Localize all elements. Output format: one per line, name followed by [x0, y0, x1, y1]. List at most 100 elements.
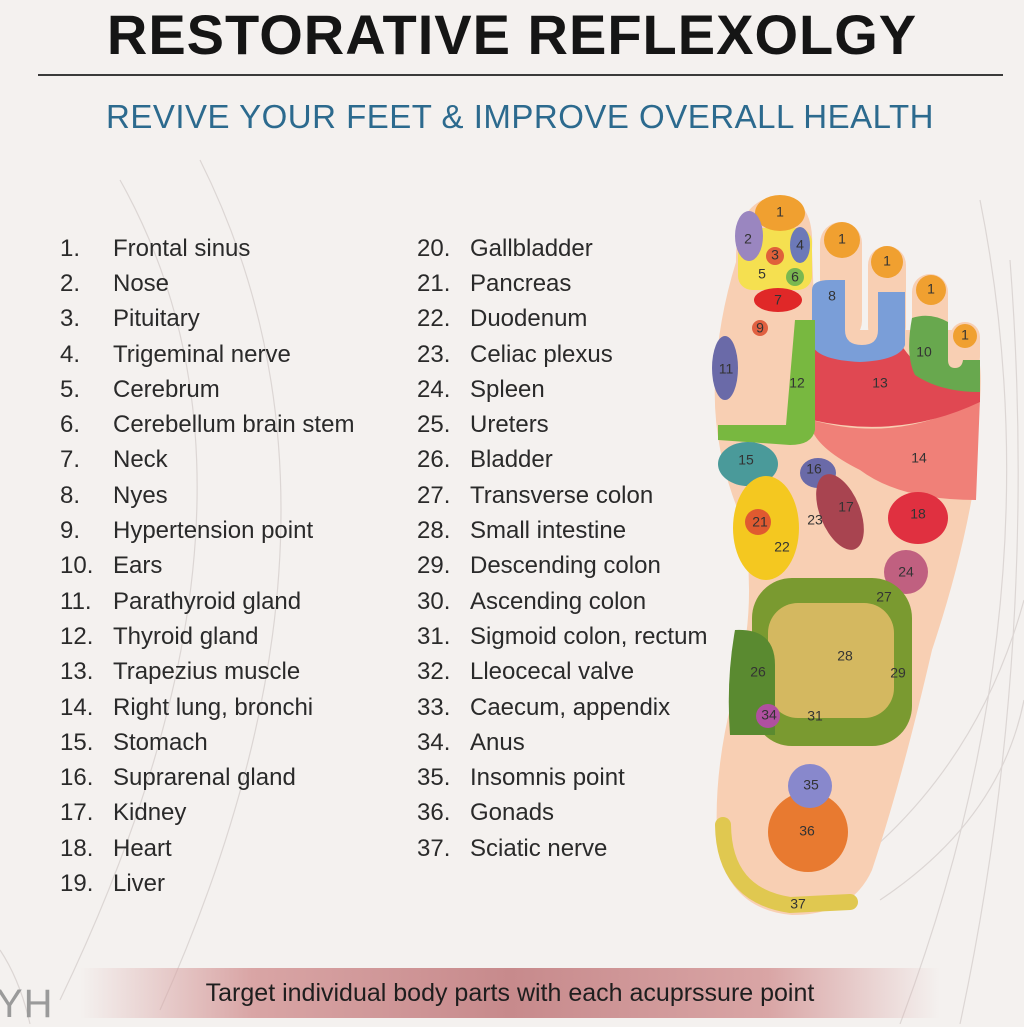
- zone-label: 28: [837, 648, 853, 664]
- item-number: 9.: [60, 517, 81, 545]
- zone-label: 23: [807, 512, 823, 528]
- item-label: Stomach: [113, 728, 208, 756]
- zone-label: 13: [872, 375, 888, 391]
- zone-label: 17: [838, 499, 854, 515]
- zone-label: 24: [898, 564, 914, 580]
- list-item: 2.Nose: [60, 266, 354, 301]
- list-item: 31. Sigmoid colon, rectum: [417, 619, 707, 654]
- title-divider: [38, 74, 1003, 76]
- list-item: 23.Celiac plexus: [417, 337, 707, 372]
- item-number: 6.: [60, 411, 81, 439]
- list-item: 32.Lleocecal valve: [417, 655, 707, 690]
- list-item: 21.Pancreas: [417, 266, 707, 301]
- item-label: Suprarenal gland: [113, 764, 296, 792]
- zone-label: 7: [774, 292, 782, 308]
- list-item: 12.Thyroid gland: [60, 619, 354, 654]
- item-label: Anus: [470, 728, 525, 756]
- list-item: 9.Hypertension point: [60, 513, 354, 548]
- item-number: 24.: [417, 375, 451, 403]
- list-item: 26.Bladder: [417, 443, 707, 478]
- item-number: 3.: [60, 305, 81, 333]
- item-label: Cerebellum brain stem: [113, 411, 355, 439]
- zone-label: 21: [752, 514, 768, 530]
- item-label: Cerebrum: [113, 375, 220, 403]
- zone-label: 2: [744, 231, 752, 247]
- item-label: Right lung, bronchi: [113, 693, 314, 721]
- item-label: Ascending colon: [470, 587, 647, 615]
- item-label: Sigmoid colon, rectum: [470, 622, 708, 650]
- zone-label: 5: [758, 266, 766, 282]
- item-label: Spleen: [470, 375, 545, 403]
- zone-label: 1: [927, 281, 935, 297]
- list-item: 1.Frontal sinus: [60, 231, 354, 266]
- zone-label: 27: [876, 589, 892, 605]
- item-label: Gallbladder: [470, 234, 593, 262]
- zone-label: 1: [883, 253, 891, 269]
- item-label: Descending colon: [470, 552, 661, 580]
- item-label: Parathyroid gland: [113, 587, 302, 615]
- zone-label: 26: [750, 664, 766, 680]
- item-number: 13.: [60, 658, 94, 686]
- page-title: RESTORATIVE REFLEXOLGY: [106, 3, 918, 66]
- list-item: 20.Gallbladder: [417, 231, 707, 266]
- item-number: 5.: [60, 375, 81, 403]
- list-item: 34.Anus: [417, 725, 707, 760]
- item-number: 37.: [417, 834, 451, 862]
- item-number: 21.: [417, 269, 451, 297]
- item-number: 14.: [60, 693, 94, 721]
- item-number: 15.: [60, 728, 94, 756]
- item-number: 28.: [417, 517, 451, 545]
- list-item: 3. Pituitary: [60, 302, 354, 337]
- watermark: YH: [0, 982, 54, 1026]
- item-label: Duodenum: [470, 305, 588, 333]
- item-number: 7.: [60, 446, 81, 474]
- item-number: 12.: [60, 622, 94, 650]
- item-label: Trigeminal nerve: [113, 340, 291, 368]
- item-label: Insomnis point: [470, 764, 625, 792]
- item-number: 16.: [60, 764, 94, 792]
- item-number: 36.: [417, 799, 451, 827]
- item-number: 11.: [60, 587, 92, 615]
- zone-label: 4: [796, 237, 804, 253]
- zone-label: 6: [791, 269, 799, 285]
- item-label: Pituitary: [113, 305, 200, 333]
- item-number: 17.: [60, 799, 94, 827]
- item-label: Gonads: [470, 799, 555, 827]
- list-item: 14. Right lung, bronchi: [60, 690, 354, 725]
- item-number: 22.: [417, 305, 451, 333]
- list-item: 5. Cerebrum: [60, 372, 354, 407]
- item-label: Frontal sinus: [113, 234, 251, 262]
- item-label: Bladder: [470, 446, 553, 474]
- item-number: 8.: [60, 481, 81, 509]
- list-item: 33.Caecum, appendix: [417, 690, 707, 725]
- item-label: Lleocecal valve: [470, 658, 635, 686]
- list-item: 13.Trapezius muscle: [60, 655, 354, 690]
- item-number: 29.: [417, 552, 451, 580]
- item-label: Caecum, appendix: [470, 693, 671, 721]
- item-label: Celiac plexus: [470, 340, 613, 368]
- list-item: 24. Spleen: [417, 372, 707, 407]
- item-label: Nose: [113, 269, 170, 297]
- zone-label: 22: [774, 539, 790, 555]
- zone-labels: 1 1 1 1 1 2 3 4 5 6 7 8 9 10 11 12 13 14…: [719, 204, 969, 912]
- item-number: 27.: [417, 481, 451, 509]
- item-number: 18.: [60, 834, 94, 862]
- zone-label: 11: [719, 361, 734, 377]
- item-number: 31.: [417, 622, 451, 650]
- zone-label: 37: [790, 896, 806, 912]
- zone-label: 18: [910, 506, 926, 522]
- item-label: Small intestine: [470, 517, 627, 545]
- list-item: 25.Ureters: [417, 407, 707, 442]
- list-item: 36. Gonads: [417, 796, 707, 831]
- list-item: 16. Suprarenal gland: [60, 760, 354, 795]
- item-label: Sciatic nerve: [470, 834, 608, 862]
- zone-label: 16: [806, 461, 822, 477]
- zone-label: 14: [911, 450, 927, 466]
- list-item: 11. Parathyroid gland: [60, 584, 354, 619]
- list-item: 30.Ascending colon: [417, 584, 707, 619]
- zone-label: 15: [738, 452, 754, 468]
- reflex-zones: [712, 195, 980, 914]
